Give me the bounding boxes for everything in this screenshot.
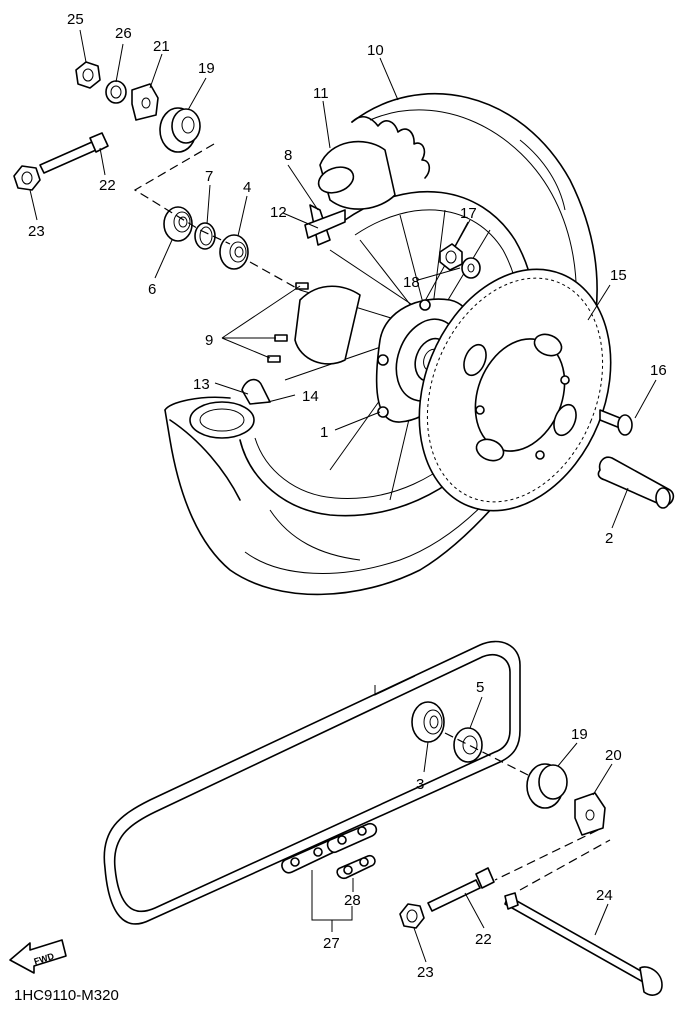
bolt-22-bottom <box>427 867 495 912</box>
nut-17 <box>439 243 463 271</box>
washer-18 <box>461 257 481 279</box>
plate-21 <box>131 83 159 121</box>
washer-26 <box>105 80 127 104</box>
callout-14: 14 <box>302 388 319 405</box>
callout-21: 21 <box>153 38 170 55</box>
callout-16: 16 <box>650 362 667 379</box>
callout-3: 3 <box>416 776 424 793</box>
callout-26: 26 <box>115 25 132 42</box>
leader-lines <box>29 29 657 963</box>
nut-23-bottom <box>399 903 425 929</box>
bearing-3 <box>411 701 445 743</box>
brake-parts <box>304 140 396 246</box>
clip-13 <box>241 378 271 405</box>
diagram-code: 1HC9110-M320 <box>14 987 119 1004</box>
bolt-22-top <box>39 132 109 174</box>
rubber-14 <box>189 401 255 439</box>
callout-5: 5 <box>476 679 484 696</box>
callout-1: 1 <box>320 424 328 441</box>
chain-joint-28 <box>336 854 376 880</box>
callout-9: 9 <box>205 332 213 349</box>
callout-17: 17 <box>460 205 477 222</box>
spacer-19-bottom <box>526 763 568 809</box>
bolt-16 <box>599 409 633 436</box>
callout-28: 28 <box>344 892 361 909</box>
circlip-7 <box>194 222 216 250</box>
callout-4: 4 <box>243 179 251 196</box>
callout-24: 24 <box>596 887 613 904</box>
callout-13: 13 <box>193 376 210 393</box>
callout-6: 6 <box>148 281 156 298</box>
nut-23-top <box>13 165 41 191</box>
fwd-arrow-icon: FWD <box>9 939 67 974</box>
callout-23-bottom: 23 <box>417 964 434 981</box>
callout-23-top: 23 <box>28 223 45 240</box>
callout-8: 8 <box>284 147 292 164</box>
callout-19-bottom: 19 <box>571 726 588 743</box>
callout-7: 7 <box>205 168 213 185</box>
callout-12: 12 <box>270 204 287 221</box>
spacer-19-top <box>159 107 201 153</box>
callout-10: 10 <box>367 42 384 59</box>
bearing-4 <box>219 234 249 270</box>
callout-25: 25 <box>67 11 84 28</box>
callout-27: 27 <box>323 935 340 952</box>
callouts: 25 26 21 19 22 23 7 4 6 8 12 11 10 17 18… <box>28 11 667 981</box>
plate-20 <box>574 792 606 836</box>
bearing-6 <box>163 206 193 242</box>
callout-11: 11 <box>313 85 329 102</box>
callout-22-bottom: 22 <box>475 931 492 948</box>
callout-19-top: 19 <box>198 60 215 77</box>
drive-chain <box>103 640 521 925</box>
axle-24 <box>504 892 663 996</box>
chain-joint-27 <box>281 822 378 874</box>
callout-20: 20 <box>605 747 622 764</box>
oil-seal-5 <box>453 727 483 763</box>
callout-22-top: 22 <box>99 177 116 194</box>
callout-2: 2 <box>605 530 613 547</box>
callout-15: 15 <box>610 267 627 284</box>
callout-18: 18 <box>403 274 420 291</box>
sprocket <box>418 268 612 512</box>
collar <box>597 456 675 509</box>
nut-25 <box>75 61 101 89</box>
